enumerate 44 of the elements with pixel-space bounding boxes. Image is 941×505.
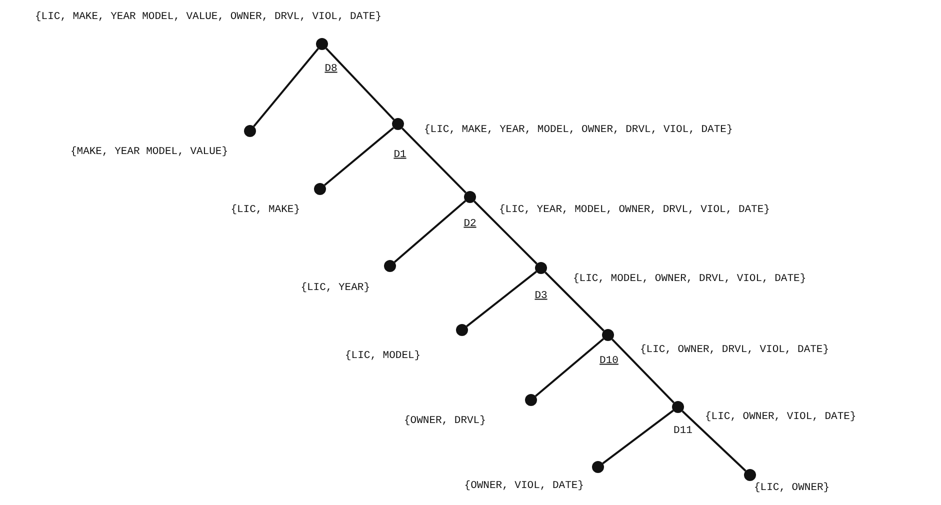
tree-branch (474, 200, 538, 264)
tree-node-dot (392, 118, 404, 130)
tree-node-dot (592, 461, 604, 473)
tree-branch (544, 272, 604, 332)
attribute-set: {LIC, MAKE} (230, 204, 300, 216)
tree-node-dot (456, 324, 468, 336)
decomposition-label: D1 (394, 150, 406, 160)
tree-branch (466, 270, 537, 328)
attribute-set: {LIC, MODEL, OWNER, DRVL, VIOL, DATE} (573, 274, 806, 284)
tree-node-dot (672, 401, 684, 413)
decomposition-label: D10 (600, 356, 618, 366)
tree-node-dot (314, 183, 326, 195)
tree-node-dot (384, 260, 396, 272)
attribute-set: {LIC, OWNER, DRVL, VIOL, DATE} (640, 344, 830, 356)
tree-branch (602, 410, 674, 464)
decomposition-label: D2 (464, 218, 476, 230)
tree-branch (402, 128, 466, 194)
tree-branch (534, 338, 604, 397)
tree-node-dot (535, 262, 547, 274)
decomposition-label: D11 (674, 426, 692, 436)
tree-node-dot (464, 191, 476, 203)
attribute-set: {LIC, OWNER} (754, 482, 830, 494)
tree-branch (253, 48, 319, 128)
attribute-set: {LIC, OWNER, VIOL, DATE} (705, 412, 856, 422)
attribute-set: {OWNER, DRVL} (404, 416, 486, 426)
tree-branch (325, 48, 395, 120)
tree-node-dot (744, 469, 756, 481)
attribute-set: {OWNER, VIOL, DATE} (464, 480, 584, 492)
decomposition-label: D3 (534, 290, 548, 302)
attribute-set: {LIC, YEAR} (300, 282, 370, 294)
attribute-set: {LIC, MAKE, YEAR MODEL, VALUE, OWNER, DRVL, VIOL, DATE} (35, 12, 382, 22)
attribute-set: {LIC, MODEL} (345, 350, 421, 362)
tree-branch (324, 127, 394, 186)
tree-branch (682, 410, 746, 472)
attribute-set: {LIC, MAKE, YEAR, MODEL, OWNER, DRVL, VIOL, DATE} (424, 124, 733, 136)
tree-branch (611, 338, 675, 404)
tree-branch (394, 200, 466, 263)
tree-node-dot (244, 125, 256, 137)
decomposition-label: D8 (324, 64, 338, 74)
tree-node-dot (525, 394, 537, 406)
tree-node-dot (602, 329, 614, 341)
attribute-set: {LIC, YEAR, MODEL, OWNER, DRVL, VIOL, DATE} (499, 204, 770, 216)
attribute-set: {MAKE, YEAR MODEL, VALUE} (70, 146, 228, 158)
tree-node-dot (316, 38, 328, 50)
